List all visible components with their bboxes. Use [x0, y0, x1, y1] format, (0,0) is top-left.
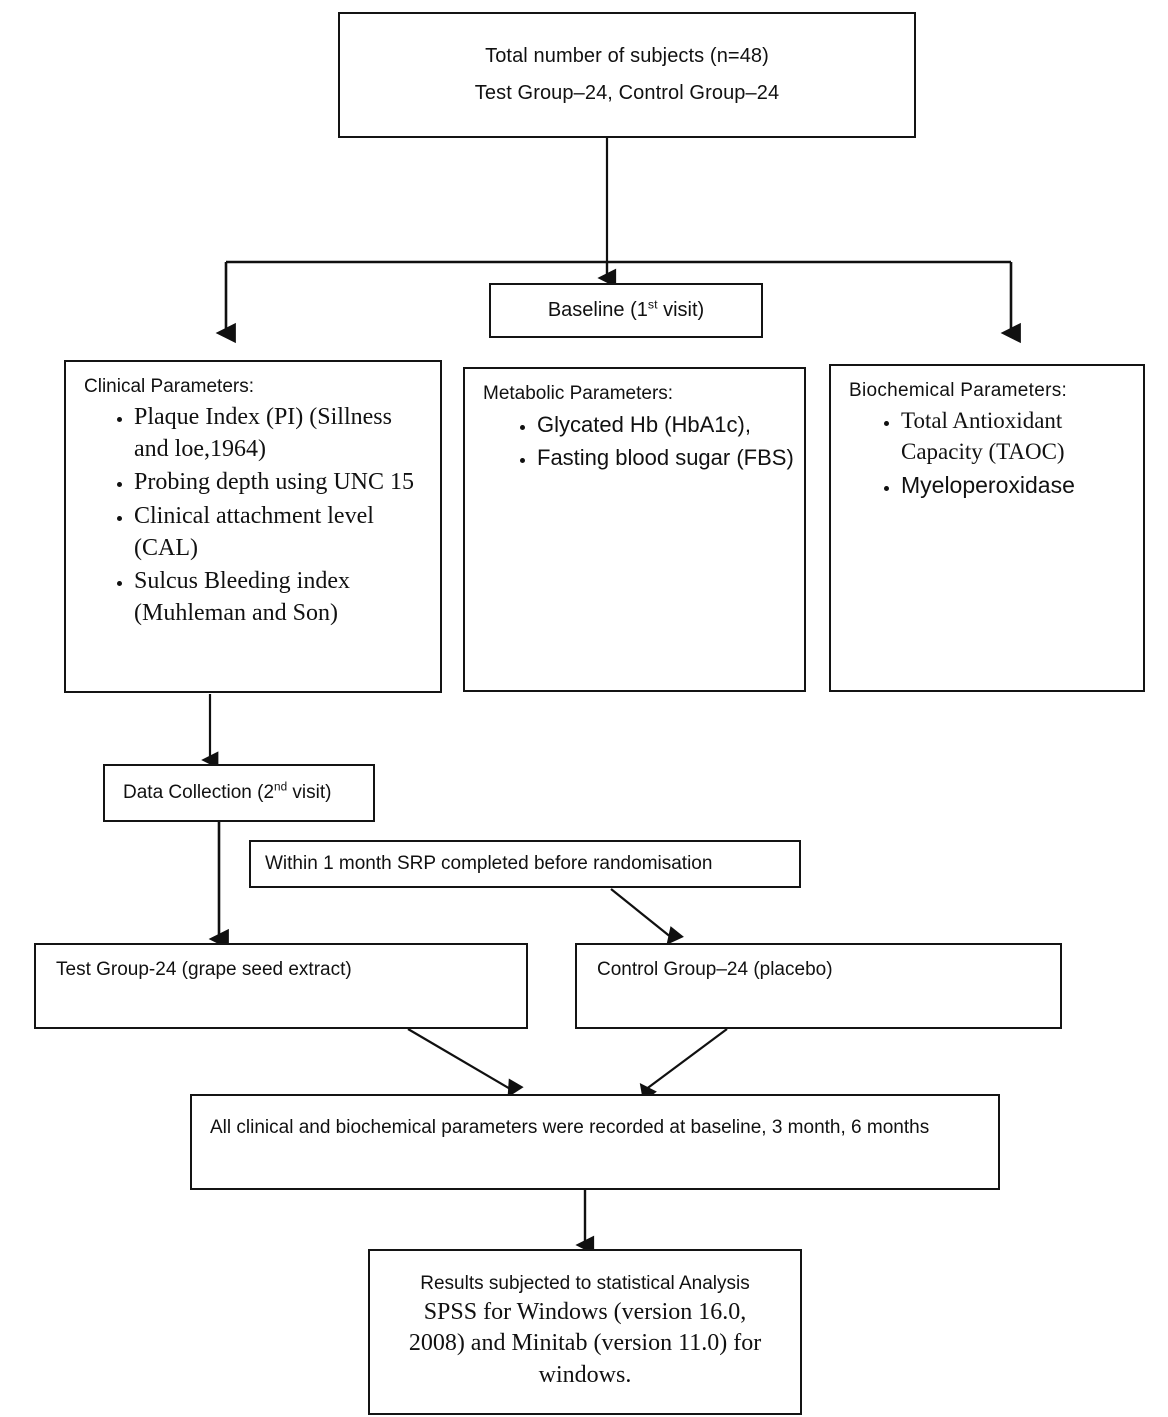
metabolic-parameters-title: Metabolic Parameters:	[483, 383, 674, 404]
metabolic-parameters-list: Glycated Hb (HbA1c), Fasting blood sugar…	[481, 409, 794, 473]
list-item: Clinical attachment level (CAL)	[134, 501, 430, 564]
connector-controlgroup-to-allparams	[639, 1028, 728, 1102]
connector-testgroup-to-allparams	[407, 1028, 524, 1098]
test-group-text: Test Group-24 (grape seed extract)	[56, 959, 352, 980]
node-clinical-parameters: Clinical Parameters: Plaque Index (PI) (…	[64, 360, 442, 693]
node-all-parameters-recorded: All clinical and biochemical parameters …	[190, 1094, 1000, 1190]
clinical-parameters-list: Plaque Index (PI) (Sillness and loe,1964…	[82, 402, 430, 630]
node-biochemical-parameters: Biochemical Parameters: Total Antioxidan…	[829, 364, 1145, 692]
baseline-suffix: visit)	[657, 299, 705, 321]
baseline-label: Baseline (1st visit)	[547, 297, 705, 322]
node-baseline: Baseline (1st visit)	[489, 283, 763, 338]
node-test-group: Test Group-24 (grape seed extract)	[34, 943, 528, 1029]
baseline-ordinal-suffix: st	[647, 297, 658, 312]
list-item: Sulcus Bleeding index (Muhleman and Son)	[134, 566, 430, 629]
connector-srp-to-controlgroup	[610, 888, 684, 945]
list-item: Myeloperoxidase	[901, 470, 1133, 501]
biochemical-parameters-list: Total Antioxidant Capacity (TAOC) Myelop…	[847, 406, 1133, 500]
node-control-group: Control Group–24 (placebo)	[575, 943, 1062, 1029]
biochemical-parameters-title: Biochemical Parameters:	[849, 380, 1068, 401]
total-subjects-line-2: Test Group–24, Control Group–24	[474, 82, 780, 104]
list-item: Probing depth using UNC 15	[134, 467, 430, 499]
data-collection-prefix: Data Collection (2	[123, 782, 275, 803]
results-line-1: Results subjected to statistical Analysi…	[420, 1273, 750, 1295]
list-item: Plaque Index (PI) (Sillness and loe,1964…	[134, 402, 430, 465]
total-subjects-line-1: Total number of subjects (n=48)	[485, 45, 769, 67]
all-parameters-text: All clinical and biochemical parameters …	[210, 1117, 930, 1138]
srp-text: Within 1 month SRP completed before rand…	[265, 853, 713, 874]
data-collection-suffix: visit)	[287, 782, 332, 803]
node-results-analysis: Results subjected to statistical Analysi…	[368, 1249, 802, 1415]
results-line-4: windows.	[538, 1361, 632, 1388]
node-metabolic-parameters: Metabolic Parameters: Glycated Hb (HbA1c…	[463, 367, 806, 692]
results-line-2: SPSS for Windows (version 16.0,	[423, 1299, 747, 1326]
control-group-text: Control Group–24 (placebo)	[597, 959, 833, 980]
results-line-3: 2008) and Minitab (version 11.0) for	[408, 1330, 762, 1357]
node-data-collection: Data Collection (2nd visit)	[103, 764, 375, 822]
list-item: Glycated Hb (HbA1c),	[537, 409, 794, 440]
data-collection-ordinal-suffix: nd	[274, 780, 288, 794]
clinical-parameters-title: Clinical Parameters:	[84, 376, 254, 397]
node-total-subjects: Total number of subjects (n=48) Test Gro…	[338, 12, 916, 138]
baseline-prefix: Baseline (1	[547, 299, 648, 321]
list-item: Fasting blood sugar (FBS)	[537, 442, 794, 473]
list-item: Total Antioxidant Capacity (TAOC)	[901, 406, 1133, 468]
data-collection-label: Data Collection (2nd visit)	[123, 780, 332, 804]
node-srp-randomisation: Within 1 month SRP completed before rand…	[249, 840, 801, 888]
